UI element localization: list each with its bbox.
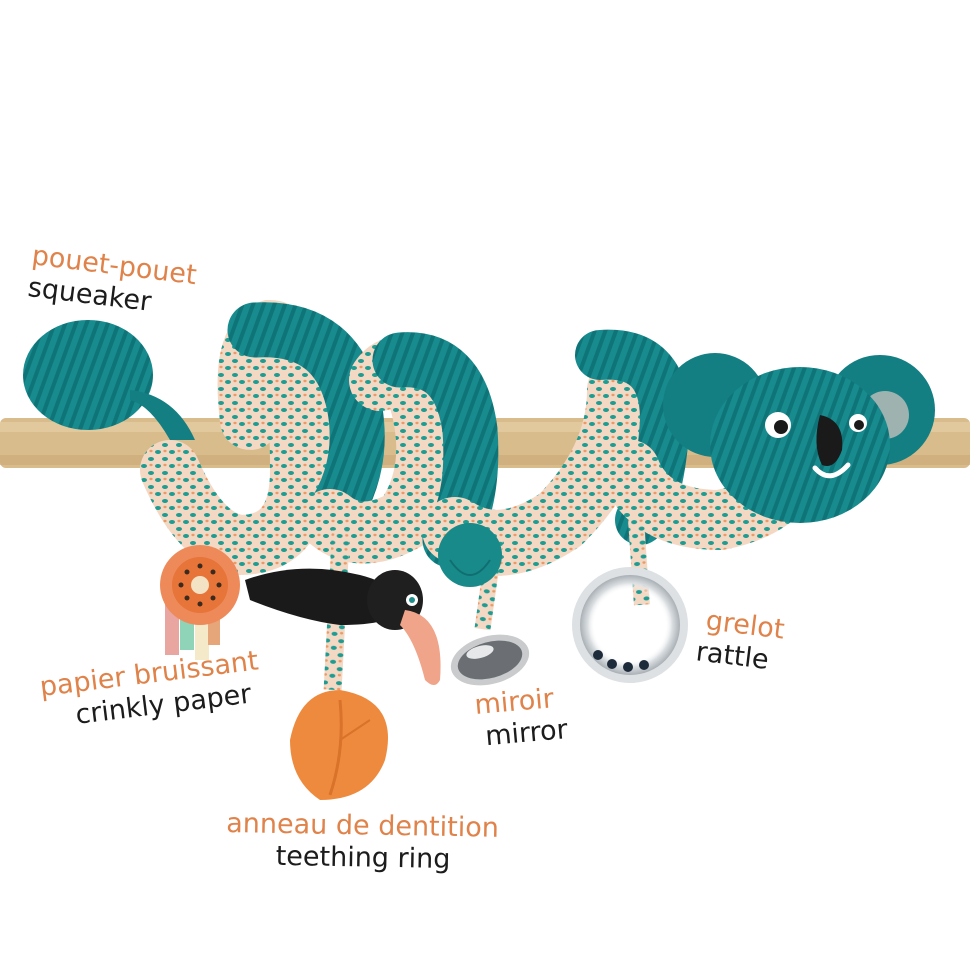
label-mirror: miroir mirror xyxy=(473,682,569,753)
toucan-plush xyxy=(245,568,441,685)
spiral-body xyxy=(140,299,820,576)
label-rattle: grelot rattle xyxy=(694,605,786,678)
leaf-teether xyxy=(290,690,388,800)
koala-head xyxy=(663,353,935,523)
label-teething-ring-fr: anneau de dentition xyxy=(226,808,500,844)
label-teething-ring-en: teething ring xyxy=(275,840,451,875)
squeaker-ball xyxy=(23,320,195,440)
rattle-ring xyxy=(572,567,688,683)
kiwi-crinkle-tag xyxy=(160,545,240,660)
label-teething-ring: anneau de dentition teething ring xyxy=(225,808,499,876)
mirror-pendant xyxy=(438,523,530,686)
